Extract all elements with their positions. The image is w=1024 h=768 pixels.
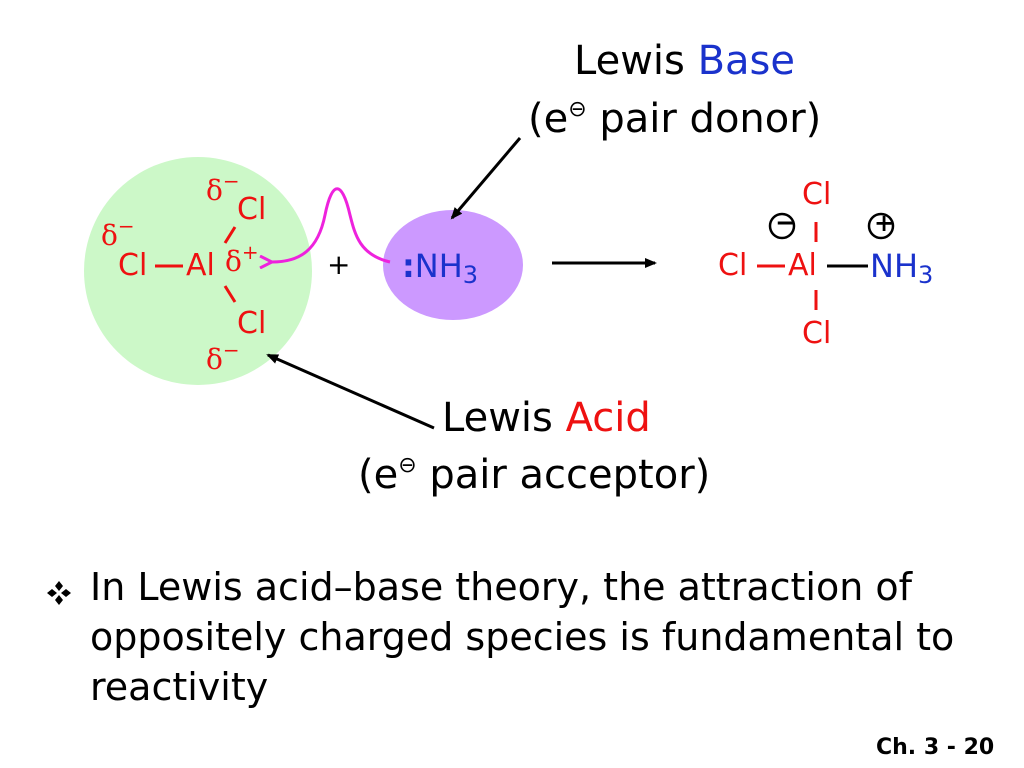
delta-symbol: δ (101, 219, 118, 252)
minus-superscript: − (222, 338, 240, 362)
minus-charge-symbol: − (775, 208, 797, 238)
minus-superscript: − (117, 214, 135, 238)
acid-highlight-circle (84, 157, 312, 385)
bond-al-cl-bottom (223, 285, 237, 303)
delta-plus-al: δ+ (225, 240, 259, 278)
delta-symbol: δ (225, 245, 242, 278)
acid-pointer-arrow (266, 353, 435, 430)
lone-pair-dots: : (402, 247, 415, 285)
product-al: Al (788, 248, 817, 283)
delta-symbol: δ (206, 343, 223, 376)
base-desc-charge: ⊖ (568, 97, 587, 122)
acid-desc-charge: ⊖ (398, 453, 417, 478)
lewis-base-word: Base (697, 38, 795, 84)
plus-charge-circle (867, 212, 895, 240)
base-highlight-ellipse (383, 210, 523, 320)
delta-symbol: δ (206, 174, 223, 207)
product-cl-top: Cl (802, 177, 832, 212)
lewis-acid-prefix: Lewis (442, 395, 566, 441)
base-pointer-arrow (450, 137, 522, 220)
base-desc-open: (e (528, 96, 569, 142)
electron-push-arrow (272, 187, 391, 262)
ammonia-molecule: :NH3 (402, 247, 478, 289)
lewis-acid-word: Acid (565, 395, 651, 441)
product-nh3-subscript: 3 (918, 261, 934, 289)
atom-cl-left: Cl (118, 248, 148, 283)
atom-cl-top: Cl (237, 192, 267, 227)
lewis-base-description: (e⊖ pair donor) (528, 96, 821, 142)
atom-al: Al (186, 248, 215, 283)
ammonia-subscript: 3 (462, 261, 479, 289)
acid-desc-open: (e (358, 452, 399, 498)
ammonia-nh: NH (414, 247, 463, 285)
base-desc-rest: pair donor) (586, 96, 822, 142)
acid-desc-rest: pair acceptor) (416, 452, 711, 498)
product-cl-bottom: Cl (802, 316, 832, 351)
bullet-text: In Lewis acid–base theory, the attractio… (90, 565, 955, 709)
bond-al-cl-top (223, 226, 237, 244)
lewis-acid-description: (e⊖ pair acceptor) (358, 452, 710, 498)
delta-minus-bottom: δ− (206, 338, 240, 376)
plus-charge-symbol: + (874, 209, 895, 237)
lewis-base-title: Lewis Base (574, 38, 795, 84)
lewis-base-prefix: Lewis (574, 38, 698, 84)
plus-sign: + (327, 248, 351, 281)
delta-minus-top: δ− (206, 169, 240, 207)
product-nh3: NH3 (870, 247, 933, 289)
product-cl-left: Cl (718, 248, 748, 283)
delta-minus-left: δ− (101, 214, 135, 252)
minus-superscript: − (222, 169, 240, 193)
lewis-acid-title: Lewis Acid (442, 395, 651, 441)
plus-superscript: + (241, 240, 259, 264)
slide-number: Ch. 3 - 20 (876, 735, 995, 760)
diamond-cluster-icon (47, 581, 71, 605)
product-nh: NH (870, 247, 918, 285)
minus-charge-circle (768, 212, 796, 240)
atom-cl-bottom: Cl (237, 306, 267, 341)
